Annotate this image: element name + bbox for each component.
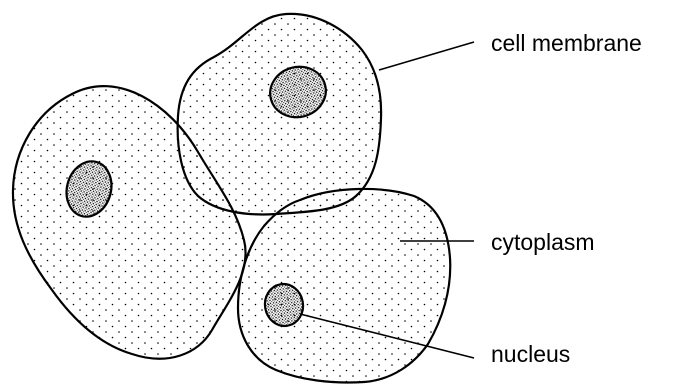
bottom-cell — [238, 189, 450, 383]
nucleus-label: nucleus — [491, 343, 570, 366]
top-cell — [178, 14, 381, 215]
membrane-leader-line — [379, 42, 474, 70]
top-cell-membrane — [178, 14, 381, 215]
cytoplasm-label: cytoplasm — [491, 231, 595, 254]
bottom-cell-membrane — [238, 189, 450, 383]
cell-membrane-label: cell membrane — [491, 32, 642, 55]
